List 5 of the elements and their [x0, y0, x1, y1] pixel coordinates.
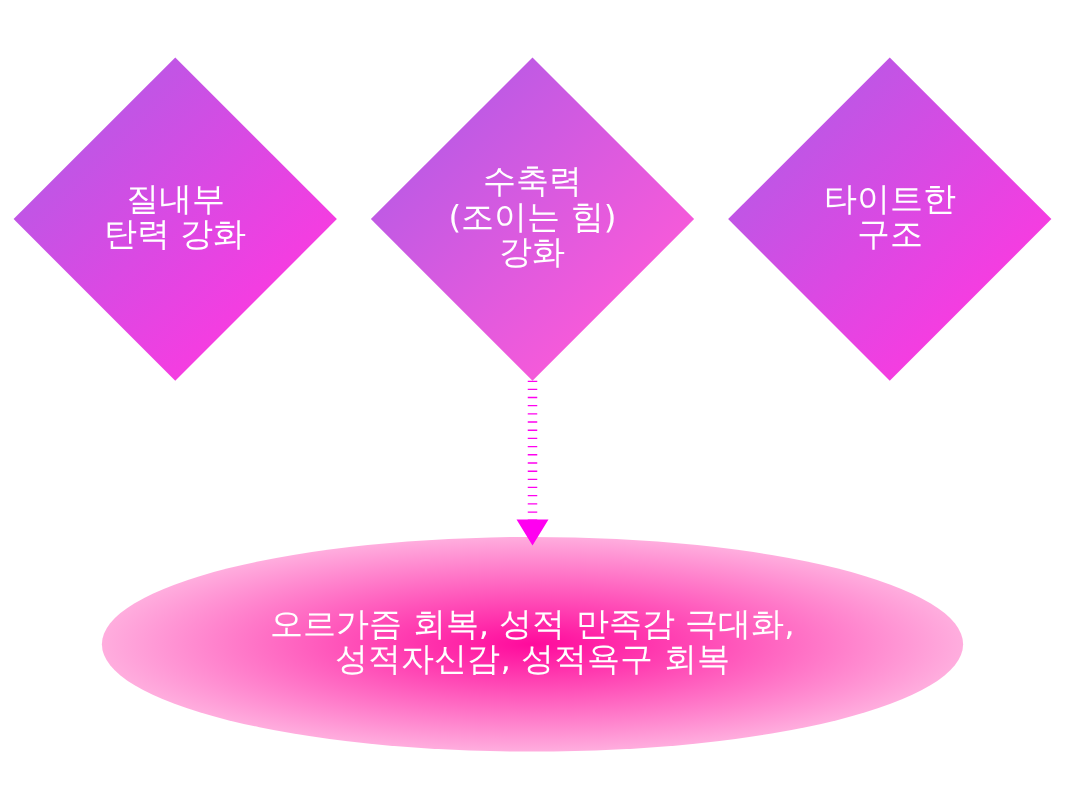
- node-ellipse: 오르가즘 회복, 성적 만족감 극대화, 성적자신감, 성적욕구 회복: [101, 536, 964, 752]
- node-diamond: 타이트한 구조: [728, 56, 1052, 381]
- arrow: [516, 380, 549, 545]
- node-diamond: 질내부 탄력 강화: [13, 56, 337, 381]
- node-diamond: 수축력 (조이는 힘) 강화: [370, 56, 695, 381]
